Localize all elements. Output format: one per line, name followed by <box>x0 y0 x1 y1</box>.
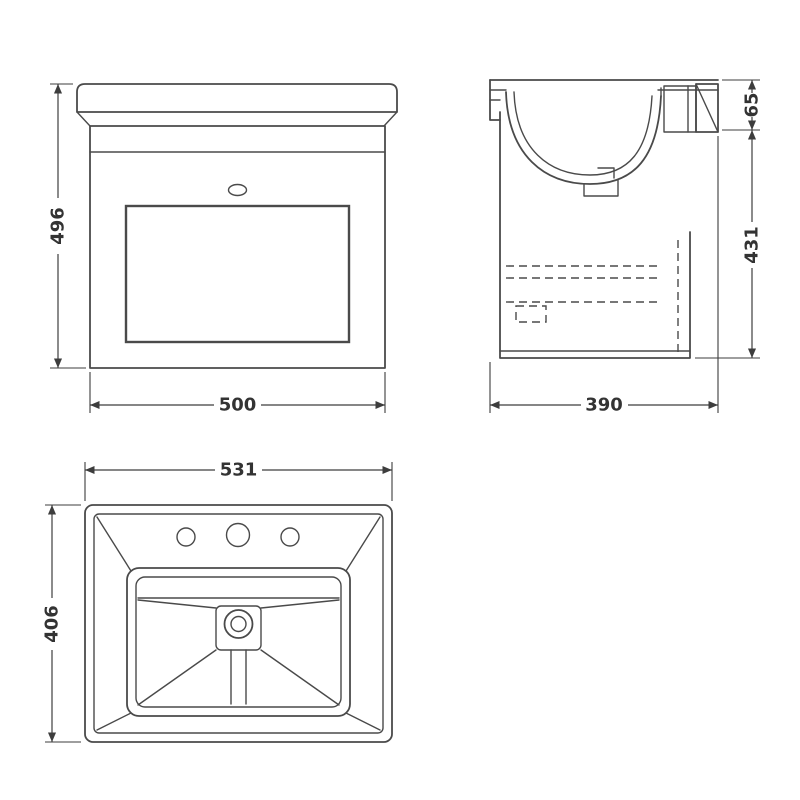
front-view: 496 500 <box>48 83 398 416</box>
side-waste-detail <box>583 179 619 197</box>
dimension-front-width: 500 <box>89 372 386 416</box>
front-drawer-knob <box>227 183 248 197</box>
plan-tap-hole-center <box>225 522 251 548</box>
plan-outer-edge <box>84 504 393 743</box>
side-bowl-inner <box>513 91 653 176</box>
dimension-plan-depth: 406 <box>42 504 81 743</box>
front-height-label: 496 <box>48 207 69 245</box>
side-view: 65 431 390 <box>489 79 763 416</box>
side-bowl-outer <box>505 91 662 185</box>
dimension-side-depth: 390 <box>489 136 719 416</box>
plan-sump <box>215 605 262 651</box>
plan-width-label: 531 <box>220 460 258 481</box>
side-wall-bracket <box>695 83 719 133</box>
plan-tap-hole-right <box>280 527 300 547</box>
side-basin-height-label: 65 <box>742 92 763 117</box>
plan-basin-inner <box>135 576 342 708</box>
side-cabinet-outline <box>499 119 691 359</box>
dimension-plan-width: 531 <box>84 460 393 501</box>
dimension-side-basin-height: 65 <box>722 79 763 131</box>
plan-view: 531 406 <box>42 460 393 743</box>
front-drawer-panel <box>124 204 351 344</box>
dimension-side-cabinet-height: 431 <box>695 130 763 359</box>
front-basin-rim <box>76 83 398 113</box>
plan-basin-outer <box>126 567 351 717</box>
side-depth-label: 390 <box>585 395 623 416</box>
dimension-front-height: 496 <box>48 83 86 369</box>
side-cabinet-height-label: 431 <box>742 226 763 264</box>
side-deck-section <box>663 85 697 133</box>
plan-tap-hole-left <box>176 527 196 547</box>
plan-drain-inner <box>230 615 247 633</box>
plan-depth-label: 406 <box>42 605 63 643</box>
front-cabinet-body <box>89 125 386 369</box>
plan-drain-outer <box>223 609 254 639</box>
plan-inner-rim <box>93 513 384 734</box>
front-width-label: 500 <box>219 395 257 416</box>
side-hidden-fixing <box>515 305 547 323</box>
